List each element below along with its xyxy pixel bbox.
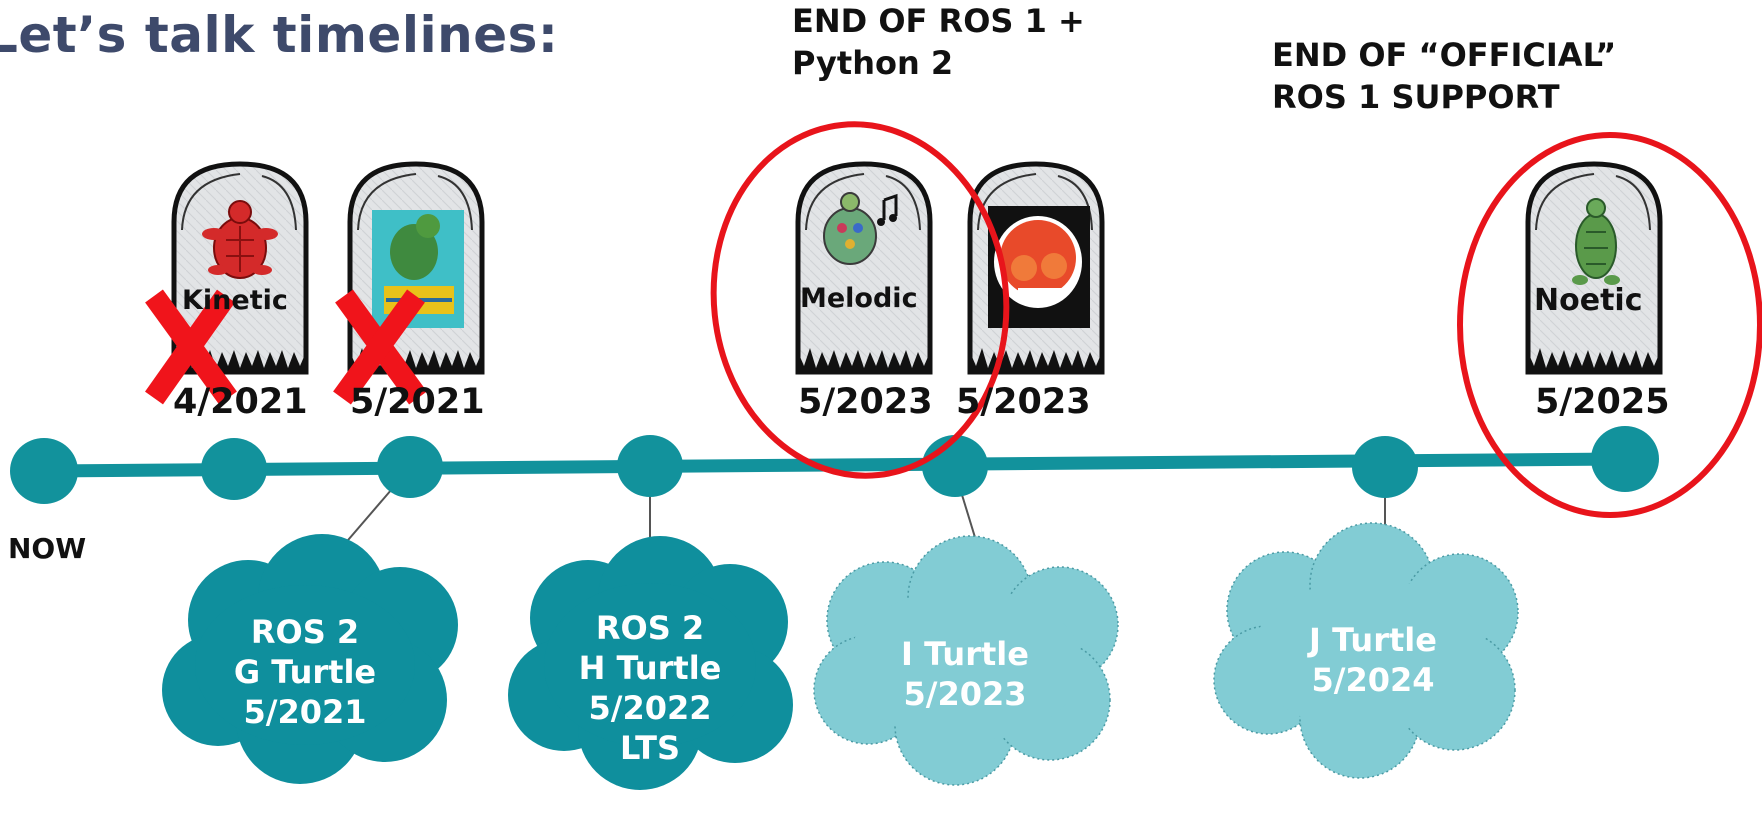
tombstone-label-noetic: Noetic [1534, 283, 1643, 318]
tombstone-label-melodic: Melodic [800, 283, 918, 314]
tombstone-label-kinetic: Kinetic [182, 285, 288, 316]
music-turtle-icon [823, 192, 898, 265]
end-official-note-line2: ROS 1 SUPPORT [1272, 78, 1560, 116]
highlight-circle-melodic [710, 121, 1010, 479]
eol-date-noetic: 5/2025 [1535, 382, 1670, 422]
cloud-line: ROS 2 [250, 613, 360, 651]
tombstone-kinetic [174, 164, 306, 372]
timeline-node [377, 436, 443, 498]
timeline-node [1352, 436, 1418, 498]
cloud-line: 5/2024 [1311, 661, 1435, 699]
cloud-ros2-h [508, 536, 793, 790]
end-official-note-line1: END OF “OFFICIAL” [1272, 36, 1617, 74]
cloud-line: G Turtle [233, 653, 377, 691]
cloud-line: I Turtle [901, 635, 1029, 673]
eol-date-release-2: 5/2021 [350, 382, 485, 422]
cloud-j-turtle [1213, 522, 1519, 779]
tombstone-noetic [1528, 164, 1660, 372]
green-turtle-icon [1572, 198, 1620, 285]
timeline-node [617, 435, 683, 497]
cloud-line: ROS 2 [595, 609, 705, 647]
page-title: Let’s talk timelines: [0, 6, 559, 64]
end-ros1-note-line1: END OF ROS 1 + [792, 2, 1085, 40]
cloud-label-ros2-g: ROS 2 G Turtle 5/2021 [230, 612, 380, 732]
cross-mark-icon [145, 289, 237, 405]
cloud-line: 5/2023 [903, 675, 1027, 713]
cross-mark-icon [333, 289, 427, 405]
cloud-i-turtle [813, 535, 1119, 786]
highlight-circle-noetic [1457, 132, 1762, 518]
cloud-line: 5/2022 [588, 689, 712, 727]
cloud-label-i-turtle: I Turtle 5/2023 [890, 634, 1040, 714]
end-ros1-note-line2: Python 2 [792, 44, 954, 82]
cloud-ros2-g [162, 534, 458, 784]
cloud-line: H Turtle [578, 649, 722, 687]
timeline-node [201, 438, 267, 500]
end-ros1-note: END OF ROS 1 + Python 2 [792, 0, 1085, 84]
timeline-node-now [10, 438, 78, 504]
eol-date-kinetic: 4/2021 [173, 382, 308, 422]
cloud-line: 5/2021 [243, 693, 367, 731]
red-turtle-icon [202, 200, 278, 279]
tombstone-melodic [798, 164, 930, 372]
end-official-note: END OF “OFFICIAL” ROS 1 SUPPORT [1272, 34, 1616, 118]
cloud-line: J Turtle [1309, 621, 1437, 659]
cloud-label-ros2-h: ROS 2 H Turtle 5/2022 LTS [570, 608, 730, 768]
eol-date-melodic: 5/2023 [798, 382, 933, 422]
cloud-line: LTS [620, 729, 680, 767]
cloud-label-j-turtle: J Turtle 5/2024 [1298, 620, 1448, 700]
timeline-node-end [1591, 426, 1659, 492]
tombstone-release-4 [970, 164, 1102, 372]
eol-date-release-4: 5/2023 [956, 382, 1091, 422]
now-label: NOW [8, 532, 87, 565]
timeline-node [922, 435, 988, 497]
